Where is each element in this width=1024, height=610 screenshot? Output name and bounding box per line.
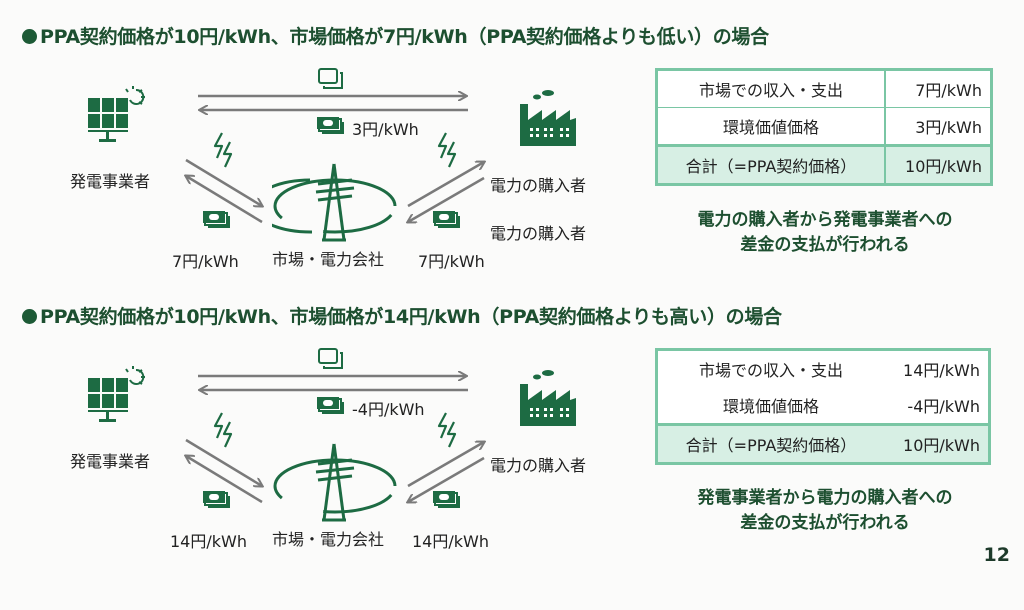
certificate-icon xyxy=(318,348,343,369)
yen-bills-icon xyxy=(203,211,230,228)
row-label: 環境価値価格 xyxy=(722,397,819,416)
case1-flow-arrows xyxy=(0,60,1024,330)
row-value: 14円/kWh xyxy=(903,361,980,380)
lightning-icon xyxy=(437,412,457,448)
certificate-icon xyxy=(318,68,343,89)
yen-bills-icon xyxy=(433,211,460,228)
row-value: 3円/kWh xyxy=(885,107,992,146)
case2-flow-arrows xyxy=(0,340,1024,610)
total-label: 合計（=PPA契約価格） xyxy=(656,423,884,464)
lightning-icon xyxy=(437,132,457,168)
total-label: 合計（=PPA契約価格） xyxy=(656,144,886,185)
yen-bills-icon xyxy=(203,491,230,508)
generator-market-price: 14円/kWh xyxy=(170,532,247,551)
power-arrow-generator-to-market xyxy=(185,158,262,206)
power-arrow-market-to-buyer xyxy=(407,442,484,488)
row-label: 市場での収入・支出 xyxy=(698,361,843,380)
lightning-icon xyxy=(213,412,233,448)
table-row: 環境価値価格 -4円/kWh xyxy=(657,387,990,425)
power-arrow-generator-to-market xyxy=(185,438,262,486)
bullet-icon xyxy=(22,309,37,324)
money-arrow-market-to-generator xyxy=(186,456,263,504)
case1-price-breakdown-table: 市場での収入・支出 7円/kWh 環境価値価格 3円/kWh 合計（=PPA契約… xyxy=(655,68,993,186)
yen-bills-icon xyxy=(433,491,460,508)
case2-heading: PPA契約価格が10円/kWh、市場価格が14円/kWh（PPA契約価格よりも高… xyxy=(22,302,782,329)
table-row: 環境価値価格 3円/kWh xyxy=(656,107,992,146)
row-value: -4円/kWh xyxy=(907,397,980,416)
case1-diagram: 発電事業者 3円/kWh 電力の購入者 電力の購入者 市場・電力 xyxy=(0,60,1024,330)
lightning-icon xyxy=(213,132,233,168)
table-total-row: 合計（=PPA契約価格） 10円/kWh xyxy=(656,423,990,464)
total-value: 10円/kWh xyxy=(884,423,990,464)
case1-conclusion: 電力の購入者から発電事業者への 差金の支払が行われる xyxy=(697,210,953,255)
transmission-tower-icon xyxy=(272,163,397,242)
case2-diagram: 発電事業者 -4円/kWh 電力の購入者 市場・電力会社 14円/kWh xyxy=(0,340,1024,610)
money-arrow-buyer-to-market xyxy=(408,176,485,222)
market-label: 市場・電力会社 xyxy=(272,530,385,549)
buyer-market-price: 14円/kWh xyxy=(412,532,489,551)
table-row: 市場での収入・支出 14円/kWh xyxy=(657,350,990,388)
transmission-tower-icon xyxy=(273,443,397,522)
money-arrow-buyer-to-market xyxy=(408,456,485,502)
row-label: 市場での収入・支出 xyxy=(656,69,886,108)
yen-bills-icon xyxy=(317,117,344,134)
bullet-icon xyxy=(22,29,37,44)
generator-label: 発電事業者 xyxy=(70,172,151,191)
case2-price-breakdown-table: 市場での収入・支出 14円/kWh 環境価値価格 -4円/kWh 合計（=PPA… xyxy=(655,348,991,465)
generator-market-price: 7円/kWh xyxy=(172,252,239,271)
factory-icon xyxy=(520,90,576,146)
solar-panel-icon xyxy=(88,86,145,142)
solar-panel-icon xyxy=(88,366,145,422)
row-label: 環境価値価格 xyxy=(656,107,886,146)
env-value-price: -4円/kWh xyxy=(352,400,425,419)
buyer-label: 電力の購入者 xyxy=(490,456,587,475)
market-label: 市場・電力会社 xyxy=(272,250,385,269)
case1-heading: PPA契約価格が10円/kWh、市場価格が7円/kWh（PPA契約価格よりも低い… xyxy=(22,22,769,49)
table-row: 市場での収入・支出 7円/kWh xyxy=(656,69,992,108)
power-arrow-market-to-buyer xyxy=(407,162,484,208)
buyer-label-duplicate: 電力の購入者 xyxy=(490,224,587,243)
buyer-label: 電力の購入者 xyxy=(490,176,587,195)
total-value: 10円/kWh xyxy=(885,144,992,185)
row-value: 7円/kWh xyxy=(885,69,992,108)
page-number: 12 xyxy=(983,544,1010,566)
case2-conclusion: 発電事業者から電力の購入者への 差金の支払が行われる xyxy=(697,488,953,533)
factory-icon xyxy=(520,370,576,426)
buyer-market-price: 7円/kWh xyxy=(418,252,485,271)
money-arrow-market-to-generator xyxy=(186,176,263,224)
env-value-price: 3円/kWh xyxy=(352,120,419,139)
table-total-row: 合計（=PPA契約価格） 10円/kWh xyxy=(656,144,992,185)
generator-label: 発電事業者 xyxy=(70,452,151,471)
yen-bills-icon xyxy=(317,397,344,414)
